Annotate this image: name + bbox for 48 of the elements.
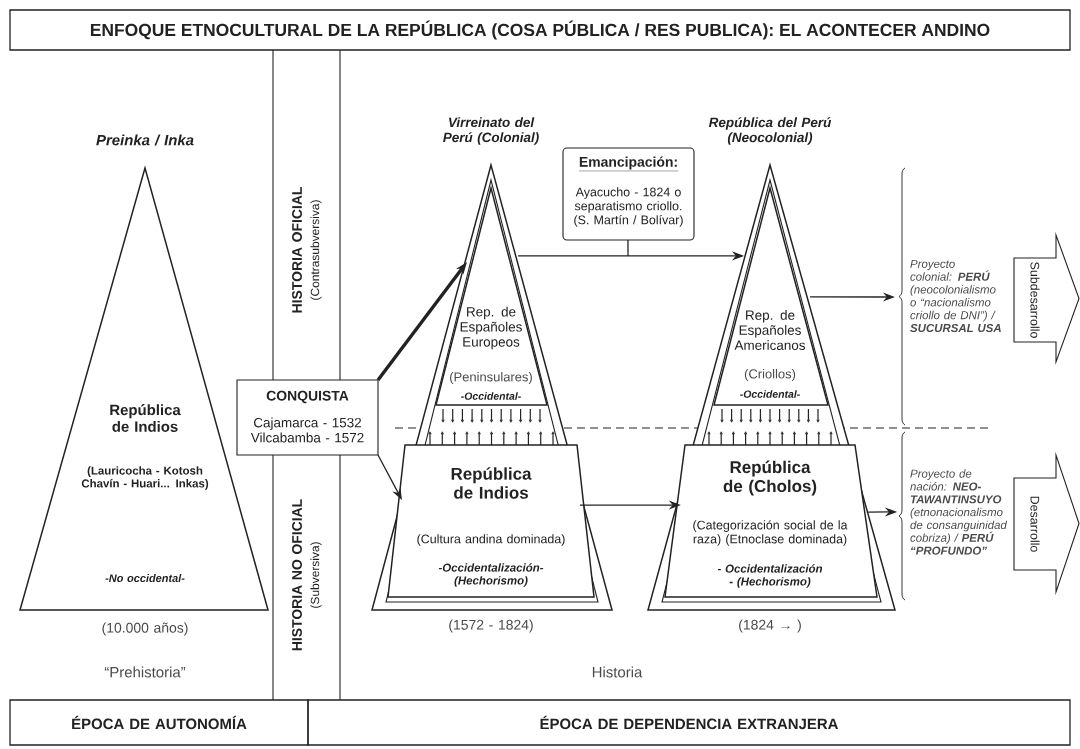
event-box <box>562 147 695 241</box>
label: (10.000 años) <box>102 622 188 636</box>
heading: Virreinato del Perú (Colonial) <box>443 117 539 145</box>
label: Preinka / Inka <box>96 134 194 146</box>
label: (Categorización social de la raza) (Etnoclase dominada) <box>693 520 848 546</box>
label: (1572 - 1824) <box>449 619 533 633</box>
block-arrow <box>1013 231 1080 366</box>
label: Subdesarrollo <box>1030 262 1040 338</box>
label: (1824 → ) <box>739 619 801 633</box>
label: CONQUISTA <box>266 390 349 404</box>
block-arrow <box>1013 451 1080 596</box>
label: (Peninsulares) <box>450 371 532 385</box>
label: Proyecto de nación: NEO-TAWANTINSUYO (etnonacionalismo de consanguinidad cobriza) / PERÚ “PROFUNDO” <box>910 469 1008 555</box>
label: (Contrasubversiva) <box>310 200 322 300</box>
arrow <box>377 454 402 500</box>
trapezoid <box>387 444 595 598</box>
connector-line <box>627 239 629 257</box>
label: -Occidental- <box>740 390 800 398</box>
label: Proyecto colonial: PERÚ (neocolonialismo o “nacionalismo criollo de DNI”) / SUCURSAL USA <box>910 259 1001 333</box>
label: Rep. de Españoles Europeos <box>460 306 522 350</box>
label: -Occidentalización- (Hechorismo) <box>438 563 544 587</box>
label: República de (Cholos) <box>723 460 817 496</box>
label: Ayacucho - 1824 o separatismo criollo. (S. Martín / Bolívar) <box>574 187 683 227</box>
trapezoid <box>664 444 878 598</box>
heading: República del Perú (Neocolonial) <box>708 117 832 145</box>
label: ÉPOCA DE AUTONOMÍA <box>72 715 247 730</box>
label: -No occidental- <box>105 573 185 582</box>
title-box: ENFOQUE ETNOCULTURAL DE LA REPÚBLICA (COSA PÚBLICA / RES PUBLICA): EL ACONTECER ANDINO <box>9 9 1071 51</box>
label: (Subversiva) <box>310 542 322 608</box>
label: - Occidentalización - (Hechorismo) <box>717 564 823 588</box>
label: República de Indios <box>451 467 532 499</box>
label: Desarrollo <box>1030 496 1040 552</box>
label: Rep. de Españoles Americanos <box>734 310 805 350</box>
era-label: “Prehistoria” <box>104 666 186 678</box>
label: (Lauricocha - Kotosh Chavín - Huari... Inkas) <box>81 466 209 490</box>
label: (Criollos) <box>744 368 796 382</box>
era-label: Historia <box>592 666 643 678</box>
label: Cajamarca - 1532 Vilcabamba - 1572 <box>250 417 364 443</box>
era-band <box>9 699 309 746</box>
label: HISTORIA NO OFICIAL <box>292 499 302 651</box>
label: HISTORIA OFICIAL <box>292 187 302 313</box>
label: Emancipación: <box>578 156 679 172</box>
era-band <box>307 699 1071 746</box>
label: República de Indios <box>110 404 181 432</box>
label: (Cultura andina dominada) <box>417 534 565 546</box>
label: ÉPOCA DE DEPENDENCIA EXTRANJERA <box>540 715 838 730</box>
label: -Occidental- <box>461 392 521 400</box>
event-box <box>236 379 379 456</box>
